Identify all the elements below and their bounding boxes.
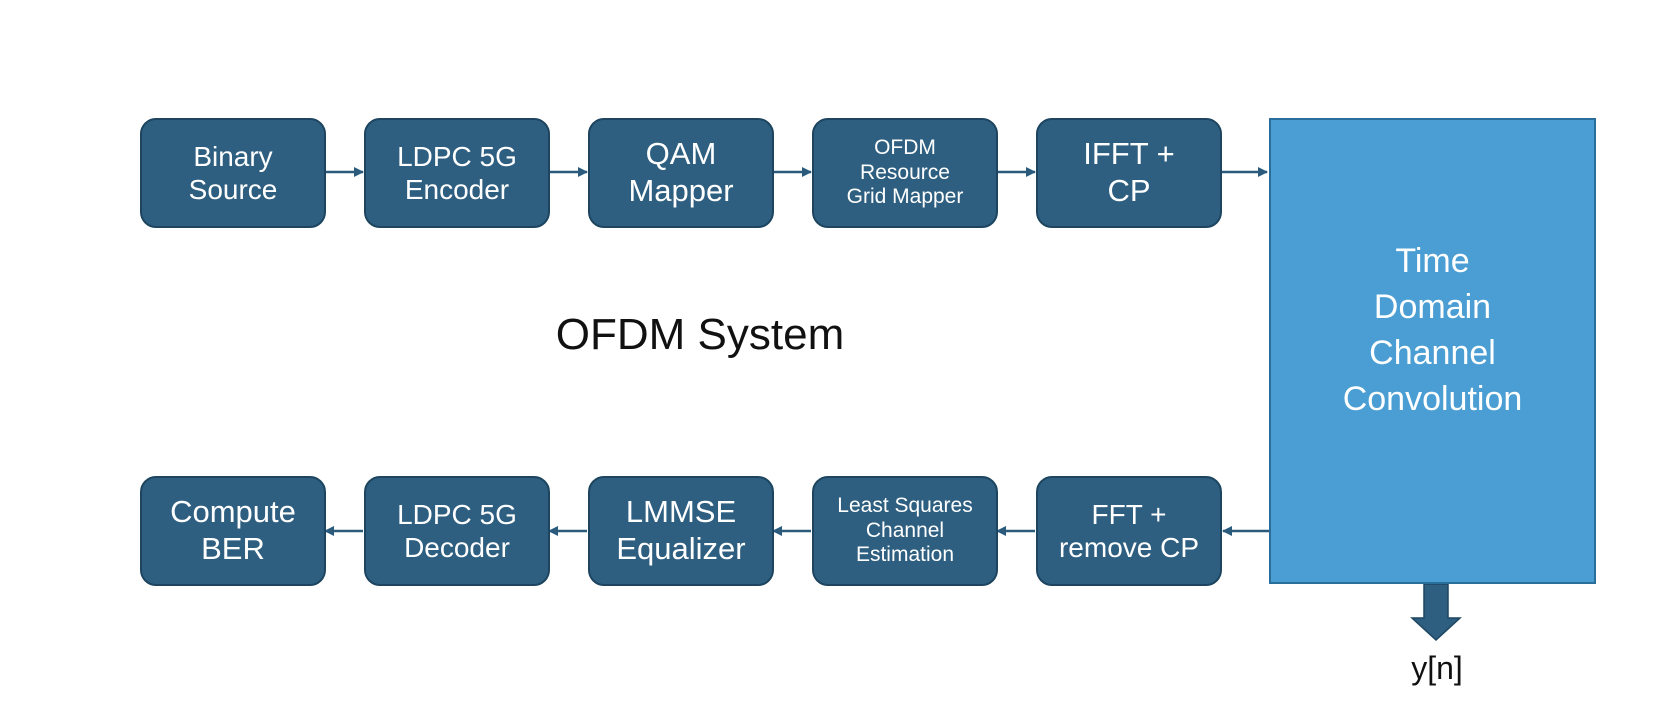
binary-source-block: Binary Source (140, 118, 326, 228)
diagram-title: OFDM System (555, 310, 845, 359)
ldpc-decoder-block: LDPC 5G Decoder (364, 476, 550, 586)
fft-remove-cp-block: FFT + remove CP (1036, 476, 1222, 586)
ifft-cp-block: IFFT + CP (1036, 118, 1222, 228)
qam-mapper-block: QAM Mapper (588, 118, 774, 228)
channel-estimation-block: Least Squares Channel Estimation (812, 476, 998, 586)
resource-grid-mapper-block: OFDM Resource Grid Mapper (812, 118, 998, 228)
output-signal-label: y[n] (1411, 650, 1463, 686)
lmmse-equalizer-block: LMMSE Equalizer (588, 476, 774, 586)
output-arrow (1410, 583, 1462, 642)
compute-ber-block: Compute BER (140, 476, 326, 586)
channel-convolution-block: Time Domain Channel Convolution (1269, 118, 1596, 584)
ldpc-encoder-block: LDPC 5G Encoder (364, 118, 550, 228)
